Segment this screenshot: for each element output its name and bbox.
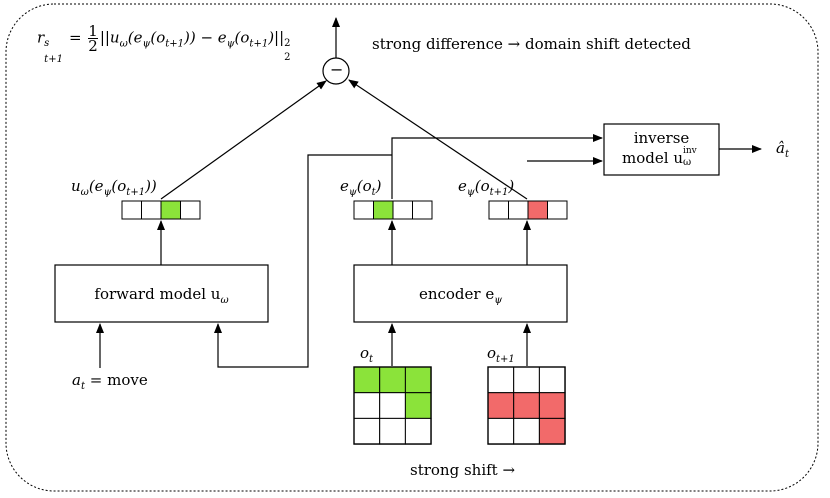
grid-cell [513, 366, 540, 394]
grid-cell [353, 366, 381, 394]
vector-cell [392, 200, 413, 220]
arrow-enc-t-to-forward [214, 154, 392, 368]
arrow-enc-t1-to-minus [348, 79, 528, 200]
arrow-enc-t-to-inverse [391, 134, 603, 199]
grid-cell [404, 392, 432, 419]
vector-cell [121, 200, 142, 220]
top-note: strong difference → domain shift detecte… [372, 35, 691, 53]
grid-cell [487, 366, 515, 394]
grid-cell [538, 417, 566, 445]
a-hat-label: ât [776, 139, 789, 160]
outer-frame [5, 3, 819, 492]
forward-model-label: forward model uω [94, 285, 229, 306]
encoding-t-label: eψ(ot) [340, 177, 382, 198]
vector-cell [488, 200, 509, 220]
minus-symbol: − [330, 60, 344, 79]
observation-t1-grid [487, 366, 566, 445]
encoder-box [353, 264, 568, 323]
grid-cell [513, 417, 540, 445]
arrow-forward-vector-to-minus [160, 80, 327, 200]
encoder-label: encoder eψ [418, 285, 503, 306]
grid-cell [487, 392, 515, 419]
vector-cell [508, 200, 529, 220]
grid-cell [538, 392, 566, 419]
grid-cell [379, 417, 406, 445]
vector-cell [141, 200, 162, 220]
vector-cell [527, 200, 548, 220]
grid-cell [379, 366, 406, 394]
encoding-t1-label: eψ(ot+1) [458, 177, 515, 198]
vector-cell [180, 200, 201, 220]
vector-cell [412, 200, 433, 220]
forward-output-vector [121, 200, 201, 220]
grid-cell [487, 417, 515, 445]
observation-t1-label: ot+1 [487, 344, 515, 365]
grid-cell [513, 392, 540, 419]
inverse-model-box [603, 123, 720, 176]
vector-cell [373, 200, 394, 220]
encoding-t-vector [353, 200, 433, 220]
grid-cell [538, 366, 566, 394]
vector-cell [160, 200, 181, 220]
bottom-note: strong shift → [410, 461, 516, 479]
encoding-t1-vector [488, 200, 568, 220]
vector-cell [547, 200, 568, 220]
forward-output-label: uω(eψ(ot+1)) [71, 177, 157, 198]
grid-cell [404, 417, 432, 445]
grid-border [487, 366, 566, 445]
vector-cell [353, 200, 374, 220]
grid-cell [404, 366, 432, 394]
grid-cell [353, 392, 381, 419]
grid-cell [379, 392, 406, 419]
observation-t-grid [353, 366, 432, 445]
grid-border [353, 366, 432, 445]
grid-cell [353, 417, 381, 445]
observation-t-label: ot [360, 344, 374, 365]
forward-model-box [54, 264, 269, 323]
action-label: at = move [72, 371, 148, 392]
